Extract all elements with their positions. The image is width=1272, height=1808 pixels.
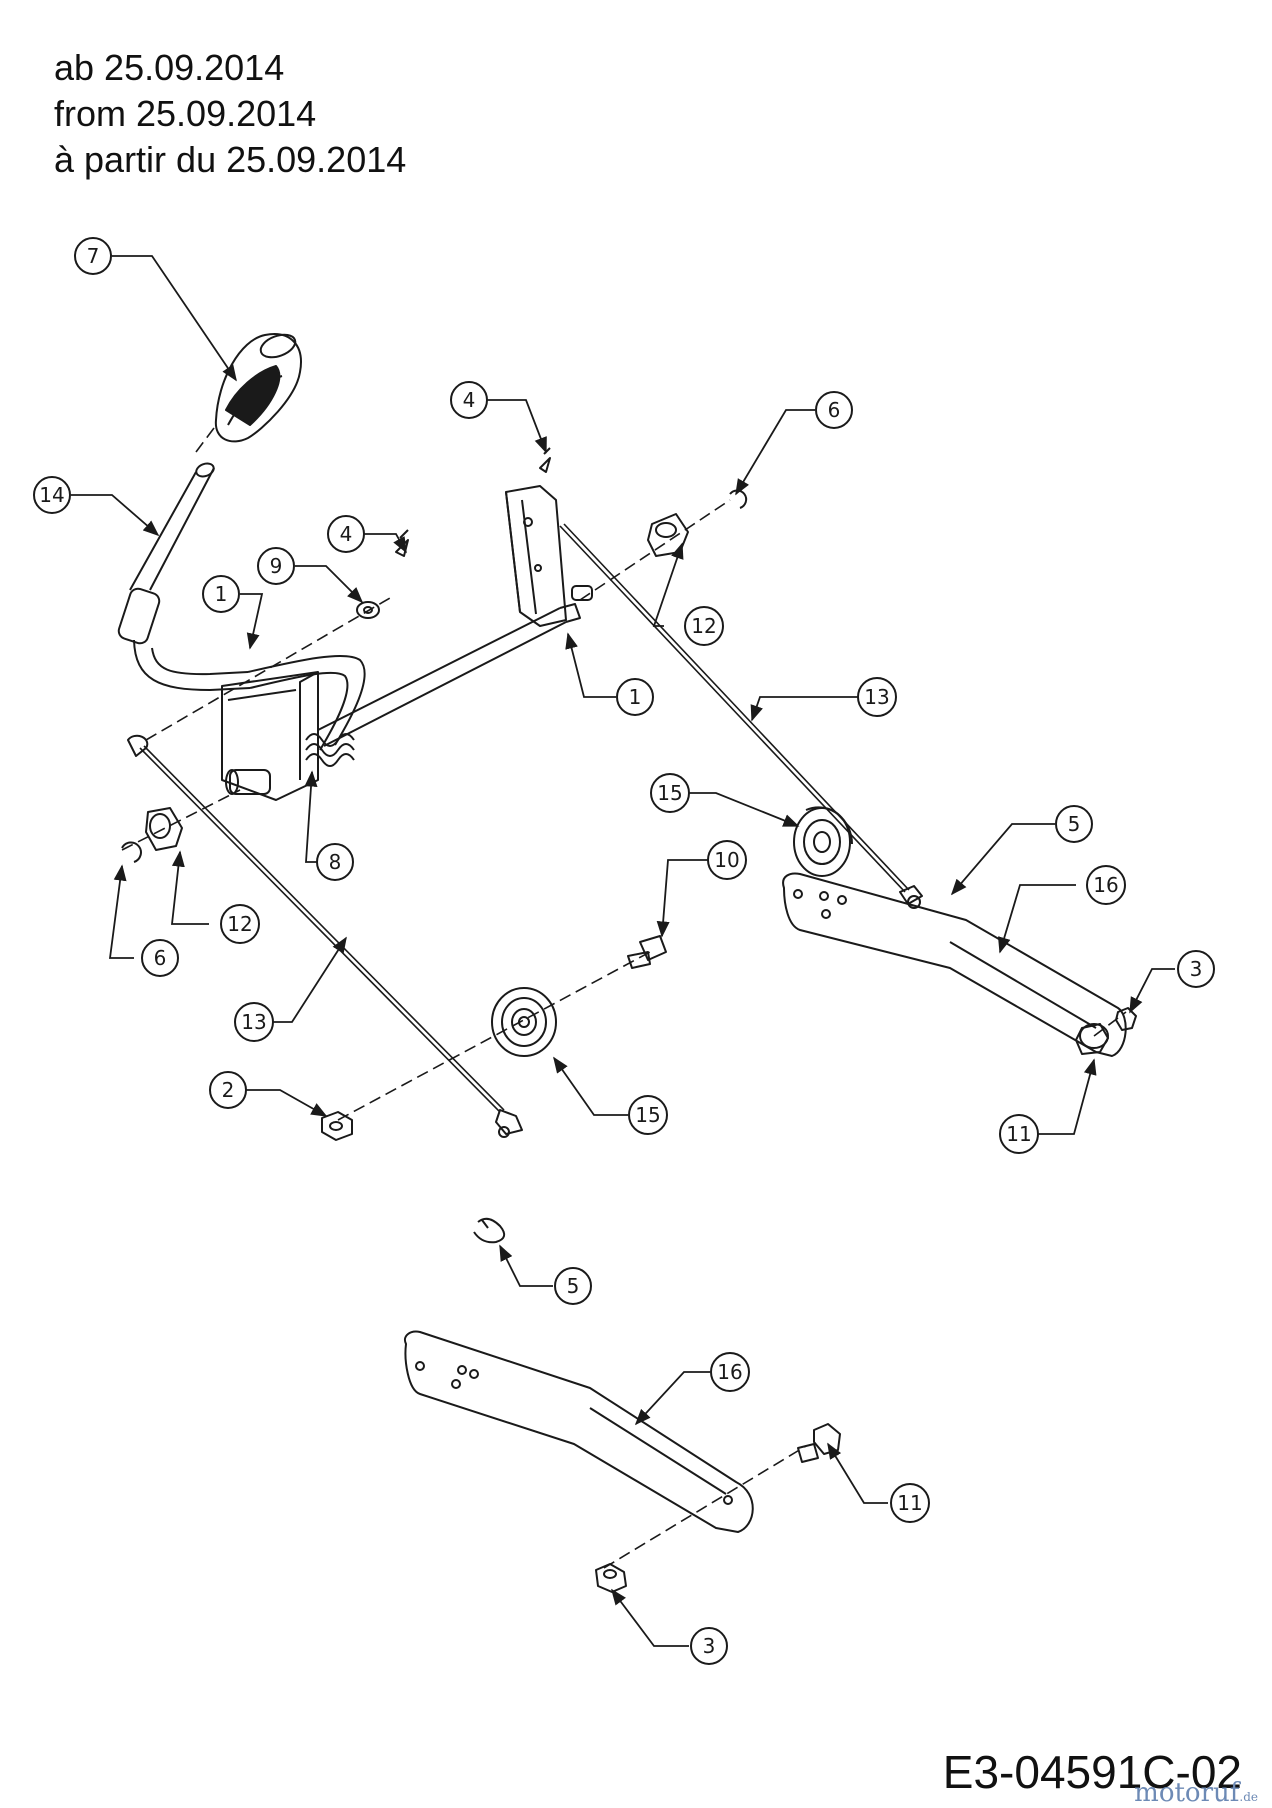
svg-text:4: 4	[340, 522, 353, 546]
svg-text:11: 11	[897, 1491, 922, 1515]
callout-9: 9	[257, 547, 295, 585]
idler-pulley-part	[491, 806, 853, 1057]
callout-15: 15	[628, 1095, 668, 1135]
callout-3: 3	[690, 1627, 728, 1665]
callout-1: 1	[616, 678, 654, 716]
callout-3: 3	[1177, 950, 1215, 988]
drawing-code: E3-04591C-02	[942, 1746, 1242, 1798]
validity-line-de: ab 25.09.2014	[54, 47, 285, 88]
callout-1: 1	[202, 575, 240, 613]
svg-text:13: 13	[241, 1010, 266, 1034]
callout-12: 12	[684, 606, 724, 646]
callout-13: 13	[234, 1002, 274, 1042]
svg-text:1: 1	[215, 582, 228, 606]
svg-text:5: 5	[567, 1274, 580, 1298]
handle-grip-part	[214, 333, 302, 443]
svg-text:16: 16	[1093, 873, 1118, 897]
svg-text:12: 12	[227, 912, 252, 936]
watermark-tld: .de	[1239, 1790, 1258, 1804]
lift-shaft-bracket-part	[221, 603, 581, 801]
svg-text:15: 15	[635, 1103, 660, 1127]
svg-text:9: 9	[270, 554, 283, 578]
svg-text:5: 5	[1068, 812, 1081, 836]
callout-13: 13	[857, 677, 897, 717]
callout-4: 4	[450, 381, 488, 419]
callout-10: 10	[707, 840, 747, 880]
callout-12: 12	[220, 904, 260, 944]
callout-11: 11	[999, 1114, 1039, 1154]
callout-5: 5	[1055, 805, 1093, 843]
svg-text:1: 1	[629, 685, 642, 709]
lift-plate-part	[505, 485, 593, 627]
leader-lines	[71, 255, 1175, 1647]
flange-nut-part	[321, 1111, 353, 1141]
callout-7: 7	[74, 237, 112, 275]
validity-line-en: from 25.09.2014	[54, 93, 317, 134]
svg-text:6: 6	[154, 946, 167, 970]
shoulder-bolt-part	[627, 935, 667, 969]
link-rod-part	[127, 523, 910, 1138]
svg-text:4: 4	[463, 388, 476, 412]
callout-6: 6	[815, 391, 853, 429]
callout-4: 4	[327, 515, 365, 553]
pivot-bolt-part	[797, 1023, 1109, 1463]
e-clip-part	[121, 489, 748, 863]
svg-text:10: 10	[714, 848, 739, 872]
lever-rod-part	[117, 462, 366, 751]
svg-text:6: 6	[828, 398, 841, 422]
callout-8: 8	[316, 843, 354, 881]
lift-arm-part	[404, 872, 1127, 1533]
svg-text:11: 11	[1006, 1122, 1031, 1146]
callout-11: 11	[890, 1483, 930, 1523]
spring-part	[305, 733, 355, 767]
svg-text:14: 14	[39, 483, 64, 507]
svg-text:12: 12	[691, 614, 716, 638]
hairpin-clip-part	[473, 885, 923, 1244]
svg-text:13: 13	[864, 685, 889, 709]
washer-part	[356, 601, 380, 619]
svg-text:3: 3	[1190, 957, 1203, 981]
validity-line-fr: à partir du 25.09.2014	[54, 139, 407, 180]
callout-bubbles: 7 14 4 9 1 4 6 12 1 13 8 15 5 10 12 6 16…	[33, 237, 1215, 1665]
svg-text:15: 15	[657, 781, 682, 805]
watermark-brand: motoruf	[1134, 1778, 1240, 1808]
callout-15: 15	[650, 773, 690, 813]
bushing-part	[145, 513, 689, 851]
callout-6: 6	[141, 939, 179, 977]
svg-text:3: 3	[703, 1634, 716, 1658]
callout-16: 16	[710, 1352, 750, 1392]
svg-text:7: 7	[87, 244, 100, 268]
callout-14: 14	[33, 476, 71, 514]
svg-text:8: 8	[329, 850, 342, 874]
svg-text:2: 2	[222, 1078, 235, 1102]
watermark-logo: motoruf.de	[1134, 1778, 1258, 1808]
callout-2: 2	[209, 1071, 247, 1109]
callout-16: 16	[1086, 865, 1126, 905]
svg-text:16: 16	[717, 1360, 742, 1384]
callout-5: 5	[554, 1267, 592, 1305]
assembly-centerlines	[121, 427, 1127, 1569]
